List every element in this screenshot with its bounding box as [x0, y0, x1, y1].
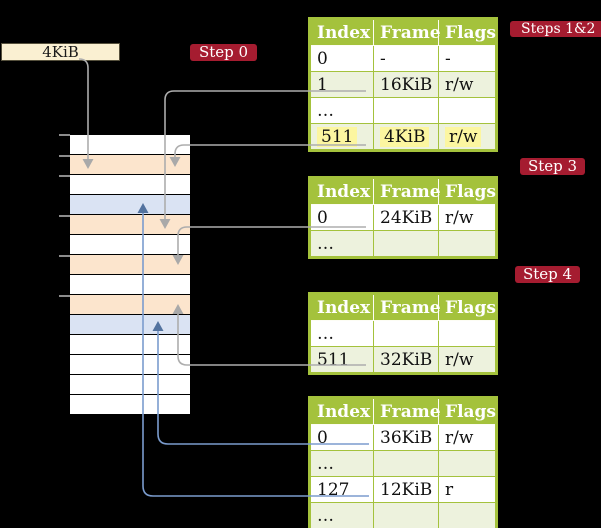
table-cell: [373, 230, 439, 258]
table-cell: [438, 320, 497, 347]
table-cell: 0: [309, 45, 374, 72]
table-cell: r/w: [438, 71, 497, 98]
table-cell: [438, 230, 497, 258]
table-cell: r: [438, 476, 497, 503]
table-cell: 127: [309, 476, 374, 503]
table-cell: [373, 450, 439, 477]
memory-row-3-blue: [70, 195, 190, 215]
table-cell: 24KiB: [373, 204, 439, 231]
badge-step-4: Step 4: [515, 266, 581, 283]
column-header-frame: Frame: [373, 397, 441, 425]
table-cell: [438, 450, 497, 477]
memory-tick: [59, 134, 70, 136]
column-header-frame: Frame: [373, 177, 441, 205]
table-cell: …: [309, 320, 374, 347]
table-cell: …: [309, 450, 374, 477]
highlighted-value: 511: [317, 126, 358, 147]
table-row: …: [309, 320, 497, 347]
column-header-flags: Flags: [438, 293, 497, 321]
table-row: …: [309, 450, 497, 477]
memory-row-1-peach: [70, 155, 190, 175]
table-cell: -: [373, 45, 439, 72]
column-header-flags: Flags: [438, 18, 497, 46]
memory-row-12-white: [70, 375, 190, 395]
badge-step-0: Step 0: [190, 44, 258, 61]
table-cell: 0: [309, 204, 374, 231]
table-cell: -: [438, 45, 497, 72]
memory-row-13-white: [70, 395, 190, 415]
memory-row-5-white: [70, 235, 190, 255]
memory-tick: [59, 215, 70, 217]
column-header-index: Index: [309, 18, 374, 46]
table-cell: 32KiB: [373, 346, 439, 374]
table-cell: [373, 502, 439, 528]
memory-row-6-peach: [70, 255, 190, 275]
column-header-index: Index: [309, 177, 374, 205]
memory-row-11-white: [70, 355, 190, 375]
table-row: …: [309, 97, 497, 124]
memory-row-2-white: [70, 175, 190, 195]
memory-row-7-white: [70, 275, 190, 295]
table-cell: [373, 320, 439, 347]
memory-row-8-peach: [70, 295, 190, 315]
memory-tick: [59, 155, 70, 157]
table-cell: r/w: [438, 424, 497, 451]
memory-row-4-peach: [70, 215, 190, 235]
table-cell: 4KiB: [373, 123, 439, 151]
table-cell: …: [309, 230, 374, 258]
memory-row-9-blue: [70, 315, 190, 335]
table-cell: 1: [309, 71, 374, 98]
memory-tick: [59, 175, 70, 177]
table-cell: …: [309, 97, 374, 124]
table-cell: 511: [309, 346, 374, 374]
physical-memory-column: [70, 135, 190, 415]
table-cell: 511: [309, 123, 374, 151]
table-cell: …: [309, 502, 374, 528]
memory-tick: [59, 295, 70, 297]
table-cell: [438, 97, 497, 124]
page-size-label: 4KiB: [42, 43, 79, 61]
memory-row-0-white: [70, 135, 190, 155]
column-header-index: Index: [309, 293, 374, 321]
table-row: …: [309, 230, 497, 258]
table-cell: 0: [309, 424, 374, 451]
table-cell: 16KiB: [373, 71, 439, 98]
column-header-frame: Frame: [373, 293, 441, 321]
badge-step-3: Step 3: [520, 158, 586, 175]
column-header-flags: Flags: [438, 397, 497, 425]
table-cell: 36KiB: [373, 424, 439, 451]
table-cell: r/w: [438, 123, 497, 151]
memory-tick: [59, 255, 70, 257]
table-cell: r/w: [438, 204, 497, 231]
table-row: 511 4KiB r/w: [309, 123, 497, 151]
column-header-frame: Frame: [373, 18, 441, 46]
page-size-box: 4KiB: [1, 43, 120, 61]
memory-row-10-white: [70, 335, 190, 355]
highlighted-value: 4KiB: [380, 126, 430, 147]
table-row: 0--: [309, 45, 497, 72]
table-cell: 12KiB: [373, 476, 439, 503]
table-cell: [373, 97, 439, 124]
column-header-flags: Flags: [438, 177, 497, 205]
table-cell: r/w: [438, 346, 497, 374]
table-row: …: [309, 502, 497, 528]
highlighted-value: r/w: [445, 126, 482, 147]
column-header-index: Index: [309, 397, 374, 425]
table-cell: [438, 502, 497, 528]
badge-steps-1-2: Steps 1&2: [510, 21, 601, 37]
